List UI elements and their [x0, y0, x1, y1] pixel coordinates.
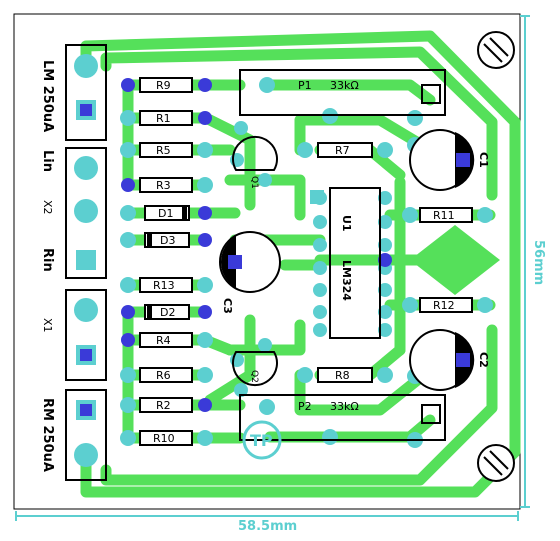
label-x1: X1 — [41, 318, 54, 333]
label-q2: Q2 — [249, 370, 259, 383]
square-pads — [76, 100, 324, 420]
label-r11: R11 — [433, 209, 455, 222]
label-rin: Rin — [40, 248, 55, 272]
label-r7: R7 — [335, 144, 350, 157]
connector-outlines — [65, 44, 107, 481]
component-labels: R9 R1 R5 R3 R13 R4 R6 R2 R10 R7 R11 R12 … — [153, 79, 455, 445]
label-lin: Lin — [40, 150, 55, 172]
label-c1: C1 — [477, 152, 490, 168]
height-dim-label: 56mm — [531, 240, 546, 285]
resistor-bodies — [139, 77, 473, 446]
label-d2: D2 — [160, 306, 175, 319]
label-r4: R4 — [156, 334, 171, 347]
logo-badge: TP — [242, 420, 282, 460]
label-p1-value: 33kΩ — [330, 79, 359, 92]
capacitor-bodies — [219, 129, 475, 391]
label-r3: R3 — [156, 179, 171, 192]
diode-bodies — [144, 205, 190, 320]
label-x2: X2 — [41, 200, 54, 215]
label-d3: D3 — [160, 234, 175, 247]
transistor-outlines — [232, 135, 278, 387]
label-p1: P1 — [298, 79, 312, 92]
vias — [121, 78, 392, 412]
label-r1: R1 — [156, 112, 171, 125]
ic-outline — [329, 187, 381, 339]
label-p2: P2 — [298, 400, 312, 413]
logo-text: TP — [250, 431, 273, 450]
label-c2: C2 — [477, 352, 490, 368]
mounting-holes — [477, 31, 515, 482]
label-c3: C3 — [221, 298, 234, 314]
label-u1: U1 — [340, 215, 353, 232]
label-p2-value: 33kΩ — [330, 400, 359, 413]
label-q1: Q1 — [249, 176, 259, 189]
label-r8: R8 — [335, 369, 350, 382]
label-r12: R12 — [433, 299, 455, 312]
label-r2: R2 — [156, 399, 171, 412]
label-r9: R9 — [156, 79, 171, 92]
label-r13: R13 — [153, 279, 175, 292]
label-d1: D1 — [158, 207, 173, 220]
pads — [74, 54, 493, 467]
pot-outlines — [239, 69, 446, 441]
label-rm-250ua: RM 250uA — [40, 398, 55, 472]
ground-pour — [410, 225, 500, 295]
label-r5: R5 — [156, 144, 171, 157]
label-lm-250ua: LM 250uA — [40, 60, 55, 132]
label-lm324: LM324 — [340, 260, 353, 301]
width-dim-label: 58.5mm — [238, 519, 297, 534]
label-r10: R10 — [153, 432, 175, 445]
label-r6: R6 — [156, 369, 171, 382]
